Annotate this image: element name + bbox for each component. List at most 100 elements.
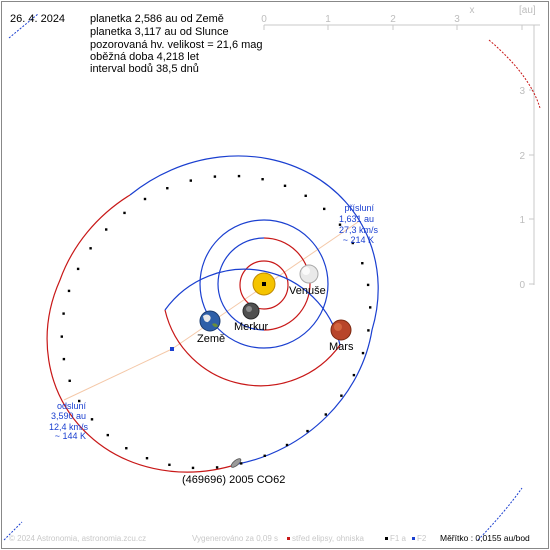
orbit-point [351, 241, 354, 245]
info-magnitude: pozorovaná hv. velikost = 21,6 mag [90, 39, 263, 51]
sun [252, 272, 276, 296]
orbit-point [283, 184, 287, 187]
mercury-label: Merkur [234, 321, 269, 333]
mars-label: Mars [329, 341, 354, 353]
date-label: 26. 4. 2024 [10, 13, 66, 25]
orbit-point [168, 463, 171, 466]
orbit-point [191, 466, 195, 470]
orbit-point [361, 262, 364, 265]
x-tick-3: 3 [454, 14, 460, 25]
planet-orbits [164, 219, 341, 387]
x-tick-2: 2 [390, 14, 396, 25]
mars-orbit-blue [164, 268, 341, 346]
legend-f2-marker [412, 537, 415, 540]
mercury-icon [242, 302, 260, 320]
orbit-point [62, 312, 65, 315]
y-tick-2: 2 [519, 151, 525, 162]
orbit-point [68, 379, 71, 382]
orbit-point [189, 179, 192, 182]
offscreen-arc-bottom-left [3, 521, 23, 541]
mercury-orbit [239, 260, 289, 310]
offscreen-arc-top-right [488, 39, 541, 109]
earth-icon [199, 310, 221, 332]
info-earth-distance: planetka 2,586 au od Země [90, 13, 224, 25]
orbit-point [285, 443, 289, 447]
orbit-point [106, 433, 109, 437]
orbit-point [213, 175, 217, 178]
orbit-point [261, 178, 264, 181]
footer-copyright: © 2024 Astronomia, astronomia.zcu.cz [9, 534, 147, 543]
asteroid-orbit [46, 155, 379, 473]
x-tick-0: 0 [261, 14, 267, 25]
ellipse-focus-f2 [170, 347, 174, 351]
aphelion-title: odsluní [56, 401, 86, 411]
footer-scale: Měřítko : 0,0155 au/bod [440, 533, 530, 543]
orbit-point [60, 335, 63, 338]
orbit-point [361, 351, 365, 355]
orbit-point [76, 267, 80, 271]
asteroid-icon [230, 458, 242, 468]
y-tick-3: 3 [519, 86, 525, 97]
info-point-interval: interval bodů 38,5 dnů [90, 63, 199, 75]
venus-orbit-blue [217, 237, 265, 331]
perihelion-distance: 1,631 au [338, 214, 374, 224]
asteroid-orbit-blue [129, 155, 379, 465]
sun-focus-marker [262, 282, 266, 286]
venus-icon [299, 264, 319, 284]
orbit-point [215, 466, 219, 469]
legend-center-marker [287, 537, 290, 540]
asteroid-label: (469696) 2005 CO62 [182, 474, 286, 486]
footer-generated: Vygenerováno za 0,09 s [192, 534, 278, 543]
orbit-point [340, 394, 343, 397]
mars-icon [330, 319, 352, 341]
orbit-point [89, 247, 92, 250]
orbit-point [237, 174, 241, 178]
aphelion-speed: 12,4 km/s [48, 422, 88, 432]
perihelion-speed: 27,3 km/s [338, 225, 378, 235]
footer-legend-f2: F2 [417, 534, 427, 543]
footer-legend-f1: F1 a [390, 534, 407, 543]
orbit-point [240, 462, 243, 465]
earth-orbit [199, 219, 329, 349]
orbit-point [263, 454, 266, 457]
axis-tick-labels: 0 1 2 3 x [au] 3 2 1 0 [261, 5, 536, 291]
orbit-point [352, 373, 356, 377]
aphelion-temperature: ~ 144 K [54, 431, 86, 441]
orbit-point [78, 399, 81, 403]
info-sun-distance: planetka 3,117 au od Slunce [90, 26, 229, 38]
orbit-point [369, 306, 372, 309]
orbit-point [324, 413, 327, 416]
legend-f1-marker [385, 537, 388, 540]
aphelion-distance: 3,590 au [50, 411, 86, 421]
orbit-point [145, 457, 149, 460]
y-tick-1: 1 [519, 215, 525, 226]
orbit-point [306, 429, 309, 433]
orbit-point [338, 223, 342, 226]
orbit-point [366, 283, 370, 287]
perihelion-temperature: ~ 214 K [342, 235, 374, 245]
orbit-point [125, 447, 128, 450]
offscreen-arc-top-left [8, 13, 39, 39]
footer-legend-center: střed elipsy, ohniska [292, 534, 364, 543]
mars-orbit-red [164, 309, 341, 387]
venus-label: Venuše [289, 285, 326, 297]
orbit-point [143, 197, 147, 201]
orbit-point [367, 329, 370, 332]
orbit-point [323, 207, 326, 211]
perihelion-title: přísluní [344, 203, 374, 213]
asteroid-orbit-red [46, 194, 239, 473]
info-orbital-period: oběžná doba 4,218 let [90, 51, 199, 63]
earth-label: Země [197, 333, 226, 345]
asteroid-orbit-points [60, 174, 372, 470]
axes [263, 24, 540, 285]
orbit-point [67, 289, 71, 293]
offscreen-arc-bottom-right [477, 487, 523, 541]
unit-label: [au] [519, 5, 536, 16]
orbit-point [166, 187, 169, 190]
venus-orbit-red [263, 237, 311, 331]
orbit-point [304, 194, 307, 197]
orbit-point [105, 228, 108, 231]
y-tick-0: 0 [519, 280, 525, 291]
orbit-point [62, 357, 66, 361]
